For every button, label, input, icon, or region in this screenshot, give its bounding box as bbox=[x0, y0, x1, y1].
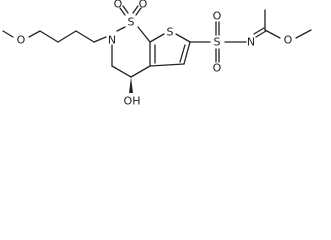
bond-c1-o1 bbox=[2, 30, 14, 38]
atom-labels: O N S O O S OH S O O N O bbox=[17, 0, 293, 108]
bond-o3-ch3 bbox=[295, 29, 312, 39]
bond-c4-c5 bbox=[75, 30, 95, 43]
atom-n-ring: N bbox=[108, 34, 116, 47]
bond-c6-c5 bbox=[183, 41, 191, 65]
bond-c-o3 bbox=[264, 29, 281, 39]
bond-ch2-c4 bbox=[111, 65, 132, 78]
stereo-wedge bbox=[129, 77, 133, 93]
atom-n-imine: N bbox=[247, 36, 255, 49]
bonds bbox=[2, 5, 312, 78]
bond-c6-c5-in bbox=[179, 44, 186, 63]
bond-n2-c-b bbox=[253, 27, 265, 35]
atom-o-methoxy-left: O bbox=[17, 34, 26, 47]
atom-o-ring-left: O bbox=[114, 0, 123, 11]
bond-c7a-s1 bbox=[137, 26, 151, 43]
atom-o-ring-right: O bbox=[139, 0, 148, 11]
structure-diagram: O N S O O S OH S O O N O bbox=[2, 0, 312, 108]
bond-n2-c-a bbox=[255, 30, 267, 38]
bond-s1-o-right-b bbox=[132, 5, 139, 14]
bond-c2-c3 bbox=[39, 30, 59, 43]
bond-s1-o-right-a bbox=[135, 7, 142, 16]
bond-c4-c4a bbox=[130, 65, 151, 78]
atom-s-sulfonyl-side: S bbox=[214, 36, 221, 49]
bond-c5-c4a bbox=[149, 63, 185, 67]
molecule-drawing: O N S O O S OH S O O N O bbox=[2, 0, 312, 108]
atom-oh-group: OH bbox=[124, 95, 141, 108]
atom-o-methoxy-right: O bbox=[284, 34, 293, 47]
atom-s-thiophene: S bbox=[167, 26, 174, 39]
bond-s1-o-left-b bbox=[122, 5, 129, 14]
atom-o-side-bottom: O bbox=[213, 62, 222, 75]
bond-s2-c6 bbox=[175, 33, 191, 43]
atom-s-sulfonyl-ring: S bbox=[128, 16, 135, 29]
atom-o-side-top: O bbox=[213, 10, 222, 23]
bond-c3-c4 bbox=[57, 30, 77, 43]
bond-o1-c2 bbox=[28, 30, 41, 38]
bond-s1-o-left-a bbox=[119, 7, 126, 16]
bond-c5-n bbox=[93, 36, 107, 43]
bond-c7a-s2 bbox=[149, 33, 165, 43]
bond-n-s1 bbox=[116, 26, 126, 32]
